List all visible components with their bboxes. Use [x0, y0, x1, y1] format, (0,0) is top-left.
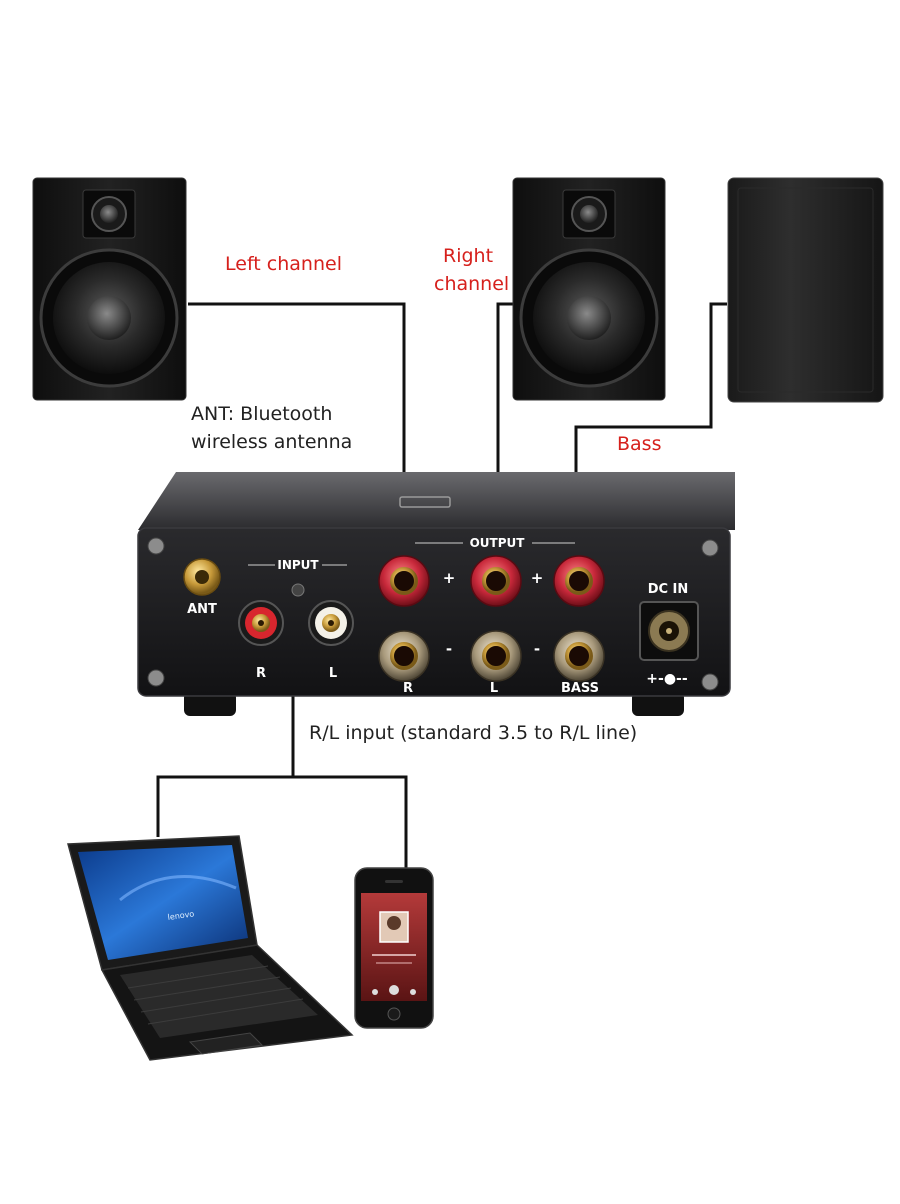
laptop-keyboard: [127, 965, 304, 1025]
binding-post-r-plus: [378, 555, 430, 607]
dc-polarity-label: +-●--: [646, 671, 688, 687]
antenna-description-line2: wireless antenna: [191, 431, 353, 453]
ant-label: ANT: [187, 602, 217, 617]
bass-label: Bass: [617, 433, 662, 455]
left-speaker: [32, 177, 187, 401]
plus-sign-1: +: [443, 569, 456, 587]
rca-jack-r: [238, 600, 284, 646]
binding-post-l-minus: [470, 630, 522, 682]
input-r-label: R: [256, 666, 266, 681]
antenna-description-line1: ANT: Bluetooth: [191, 403, 333, 425]
laptop: lenovo: [67, 835, 354, 1061]
right-channel-label-line1: Right: [443, 245, 494, 267]
plus-sign-2: +: [531, 569, 544, 587]
bass-wire: [574, 302, 727, 560]
output-label: OUTPUT: [470, 536, 526, 550]
minus-sign-2: -: [534, 640, 540, 658]
smartphone: [354, 867, 434, 1029]
panel-screws: [147, 537, 719, 691]
binding-post-l-plus: [470, 555, 522, 607]
rl-input-description: R/L input (standard 3.5 to R/L line): [309, 722, 638, 744]
output-l-label: L: [490, 681, 498, 696]
right-channel-label-line2: channel: [434, 273, 510, 295]
left-channel-label: Left channel: [225, 253, 342, 275]
minus-sign-1: -: [446, 640, 452, 658]
antenna-connector: [183, 558, 221, 596]
binding-post-r-minus: [378, 630, 430, 682]
binding-post-bass-minus: [553, 630, 605, 682]
dc-in-label: DC IN: [648, 582, 689, 597]
binding-post-bass-plus: [553, 555, 605, 607]
output-bass-label: BASS: [561, 681, 599, 696]
output-r-label: R: [403, 681, 413, 696]
right-speaker: [512, 177, 666, 401]
dc-jack: [639, 601, 699, 661]
rca-jack-l: [308, 600, 354, 646]
bass-speaker: [727, 177, 884, 403]
source-split-wire: [156, 775, 408, 868]
input-label: INPUT: [277, 558, 319, 572]
input-l-label: L: [329, 666, 337, 681]
laptop-screen-brand: lenovo: [167, 909, 195, 922]
amplifier: ANT INPUT R L OUTPUT: [137, 472, 735, 716]
